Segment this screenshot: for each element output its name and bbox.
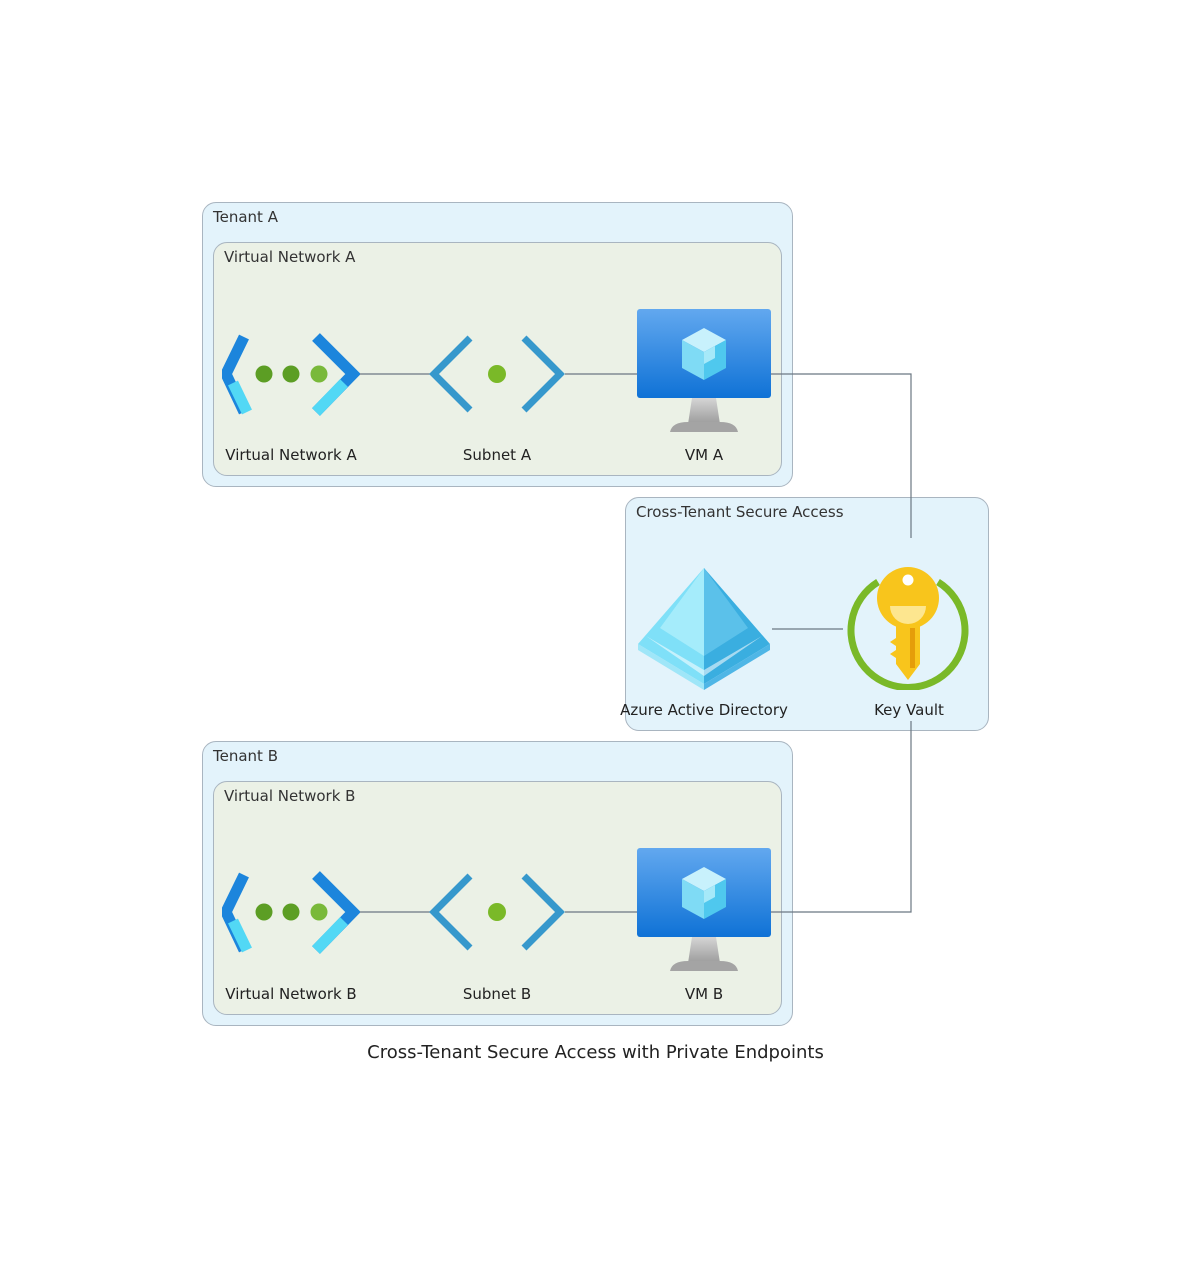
virtual-machine-icon bbox=[637, 848, 771, 971]
cluster-label-tenant-b: Tenant B bbox=[213, 747, 278, 765]
diagram-title: Cross-Tenant Secure Access with Private … bbox=[367, 1042, 824, 1063]
cluster-label-virtual-network-b: Virtual Network B bbox=[224, 787, 356, 805]
node-label-vm-a: VM A bbox=[684, 446, 724, 464]
node-label-virtual-network-b: Virtual Network B bbox=[225, 985, 357, 1003]
azure-active-directory-icon bbox=[638, 568, 770, 690]
cluster-label-tenant-a: Tenant A bbox=[213, 208, 278, 226]
edge-key-vault-vm-b bbox=[771, 721, 912, 913]
node-label-azure-active-directory: Azure Active Directory bbox=[620, 701, 788, 719]
subnet-icon bbox=[429, 873, 565, 951]
cluster-label-cross-tenant: Cross-Tenant Secure Access bbox=[636, 503, 844, 521]
virtual-network-icon bbox=[222, 871, 360, 954]
cluster-label-virtual-network-a: Virtual Network A bbox=[224, 248, 356, 266]
edge-vm-a-key-vault bbox=[771, 373, 912, 538]
virtual-network-icon bbox=[222, 333, 360, 416]
subnet-icon bbox=[429, 335, 565, 413]
key-vault-icon bbox=[847, 567, 969, 690]
node-label-virtual-network-a: Virtual Network A bbox=[225, 446, 357, 464]
node-label-key-vault: Key Vault bbox=[874, 701, 944, 719]
node-label-subnet-a: Subnet A bbox=[462, 446, 532, 464]
node-label-subnet-b: Subnet B bbox=[462, 985, 532, 1003]
virtual-machine-icon bbox=[637, 309, 771, 432]
node-label-vm-b: VM B bbox=[684, 985, 724, 1003]
